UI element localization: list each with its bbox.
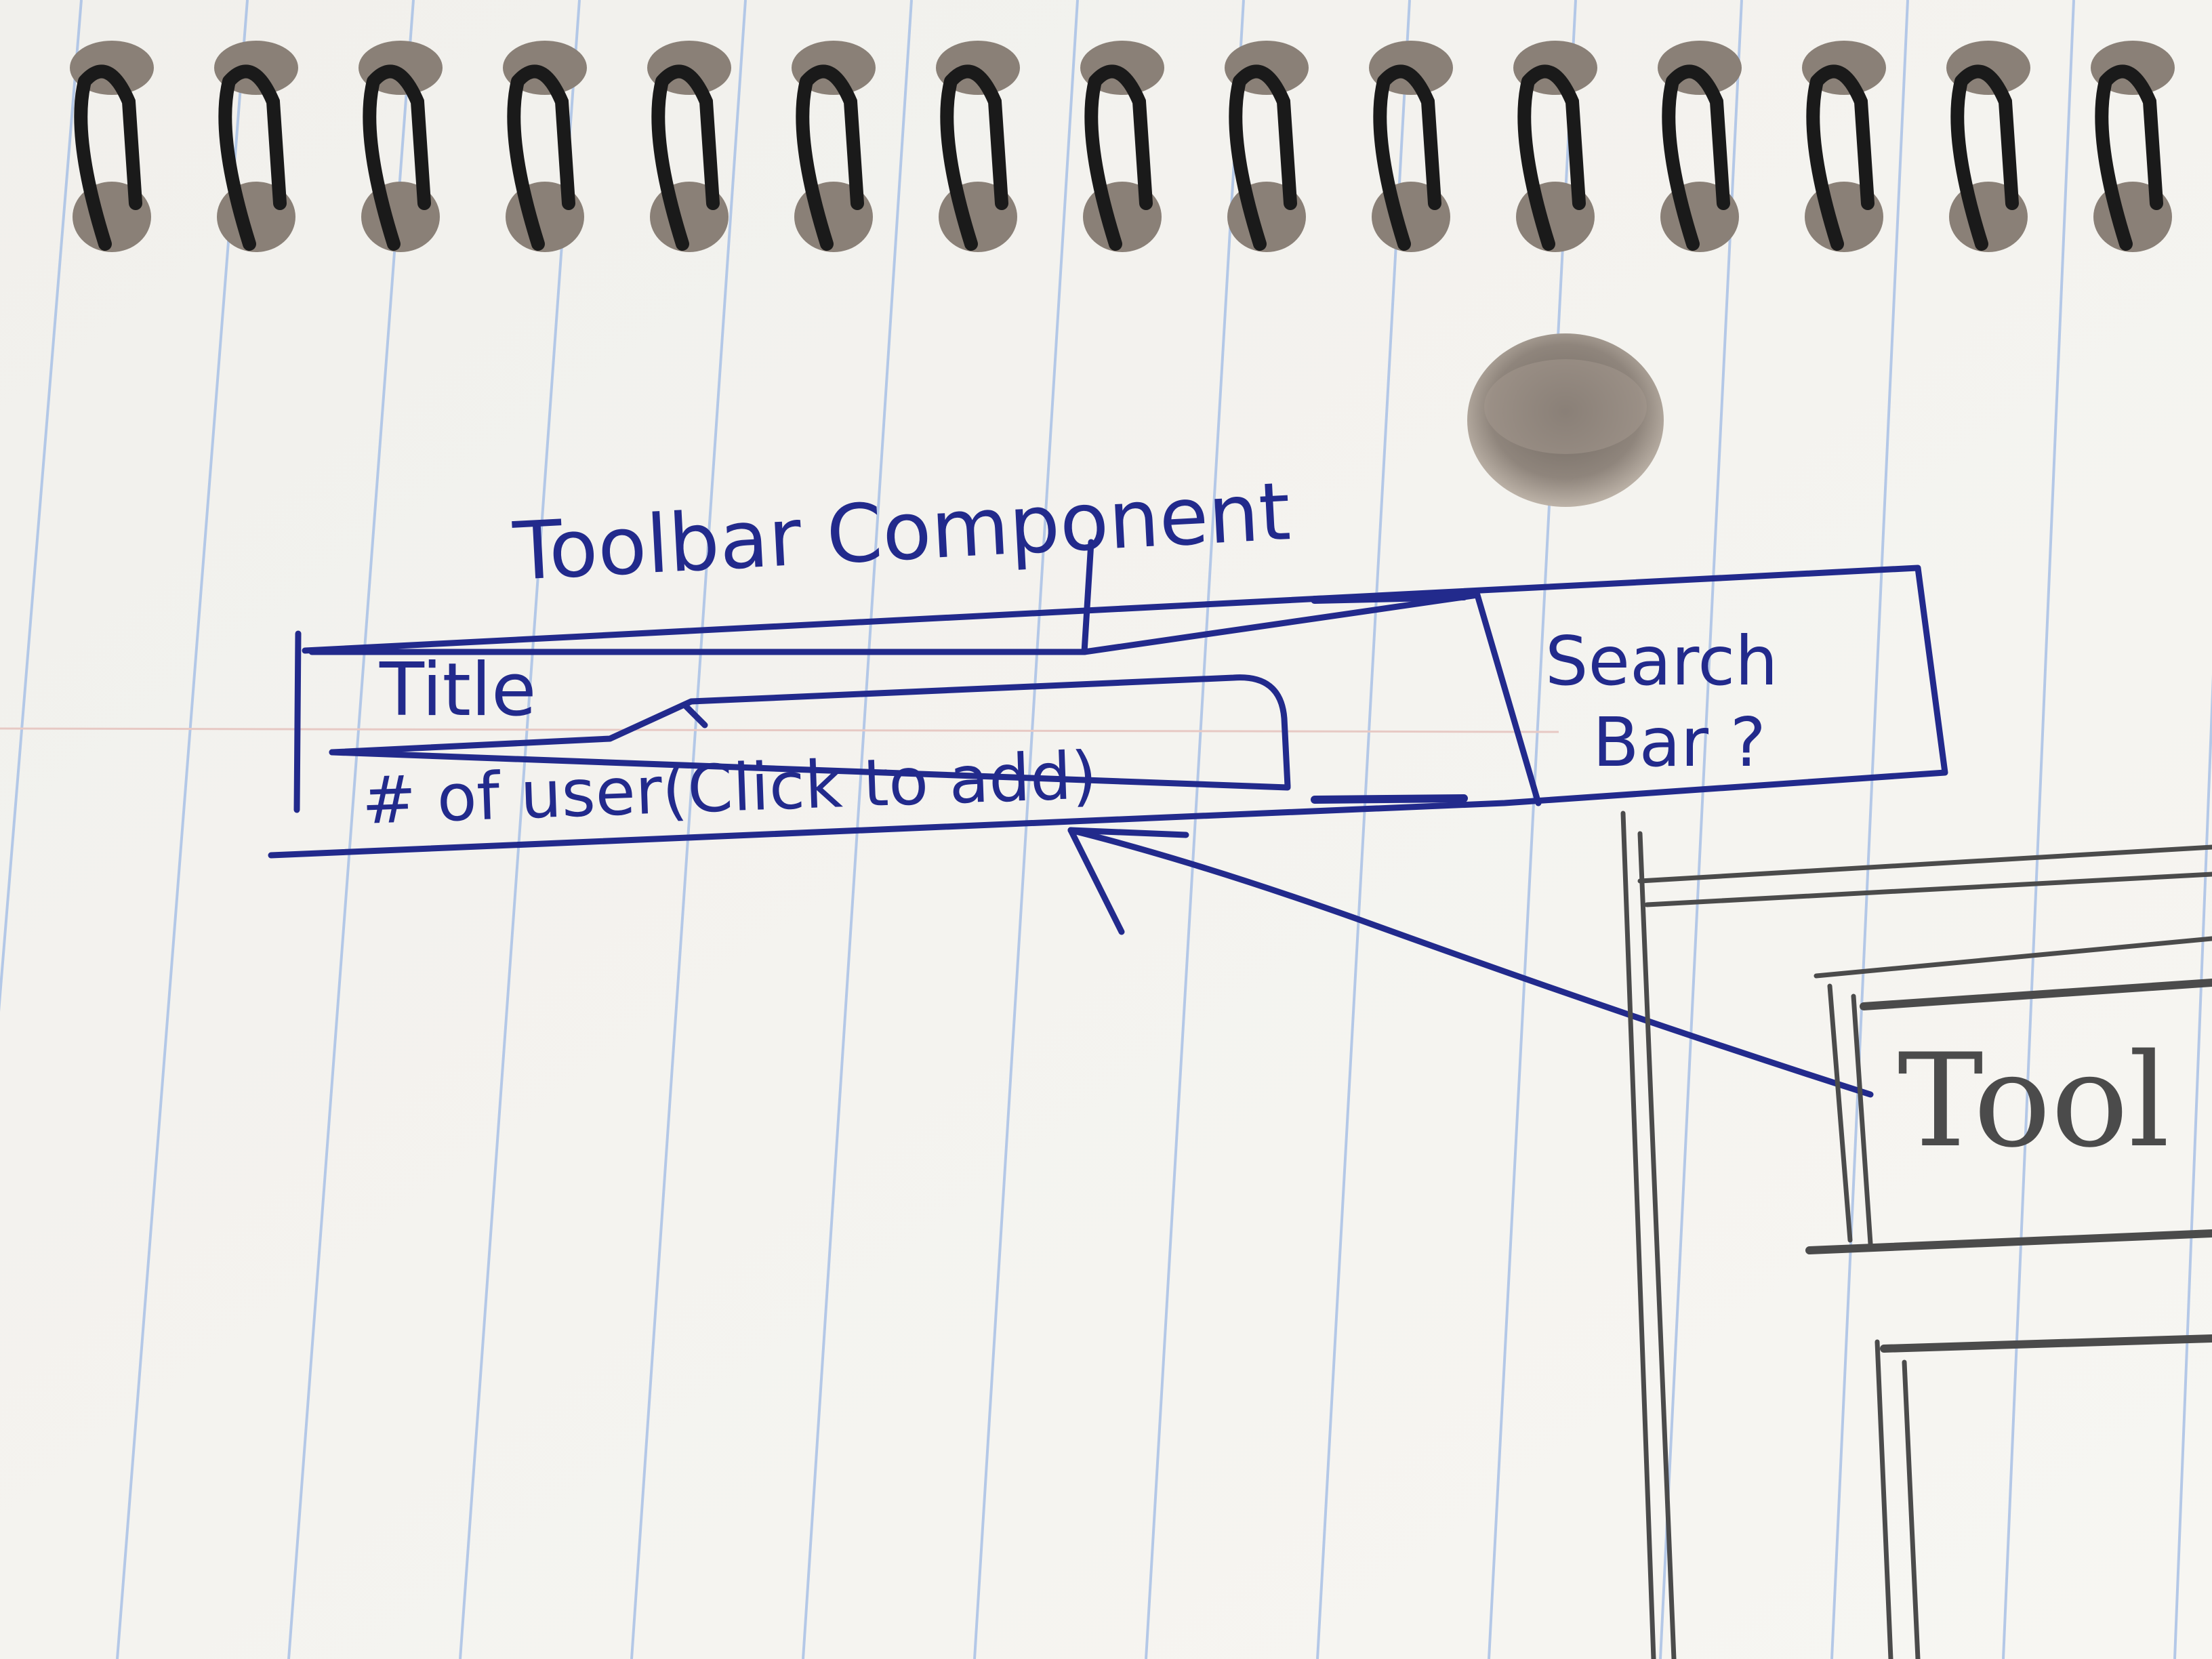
ruled-line — [287, 0, 415, 1659]
spiral-coil — [214, 41, 298, 252]
ruled-line — [1659, 0, 1743, 1659]
sketch-search-label-line2: Bar ? — [1593, 703, 1766, 782]
ruled-line — [1145, 0, 1245, 1659]
ruled-line — [0, 0, 83, 1012]
spiral-coil — [1080, 41, 1164, 252]
pencil-sketch-label: Tool — [1898, 1026, 2170, 1176]
ruled-line — [2002, 0, 2075, 1659]
ruled-line — [973, 0, 1079, 1659]
spiral-coil — [1946, 41, 2030, 252]
spiral-coil — [792, 41, 876, 252]
ruled-line — [1830, 0, 1909, 1659]
sketch-search-divider — [1474, 592, 1542, 806]
spiral-coil — [359, 41, 443, 252]
ruled-line — [459, 0, 581, 1659]
sketch-arrow — [1067, 827, 1874, 1098]
spiral-coil — [1513, 41, 1597, 252]
spiral-coil — [503, 41, 587, 252]
sketch-title-label: Title — [379, 648, 536, 733]
sketch-left-edge — [293, 630, 302, 813]
spiral-coil — [1225, 41, 1309, 252]
spiral-coil — [1658, 41, 1742, 252]
spiral-coil — [647, 41, 731, 252]
spiral-coil — [936, 41, 1020, 252]
ruled-line — [116, 0, 249, 1659]
sketch-subtitle-pill — [329, 674, 1291, 790]
margin-line — [0, 727, 1559, 733]
pencil-sketch — [1620, 811, 2212, 1659]
spiral-coil — [70, 41, 154, 252]
toolbar-sketch — [268, 539, 1948, 1098]
ruled-line — [1488, 0, 1577, 1659]
spiral-coil — [1802, 41, 1886, 252]
spiral-binding — [70, 41, 2175, 252]
sketch-search-label-line1: Search — [1545, 621, 1778, 701]
spiral-coil — [2091, 41, 2175, 252]
ruled-line — [2173, 674, 2212, 1659]
ruled-line — [1316, 0, 1411, 1659]
spiral-coil — [1369, 41, 1453, 252]
ruled-line — [630, 0, 747, 1659]
